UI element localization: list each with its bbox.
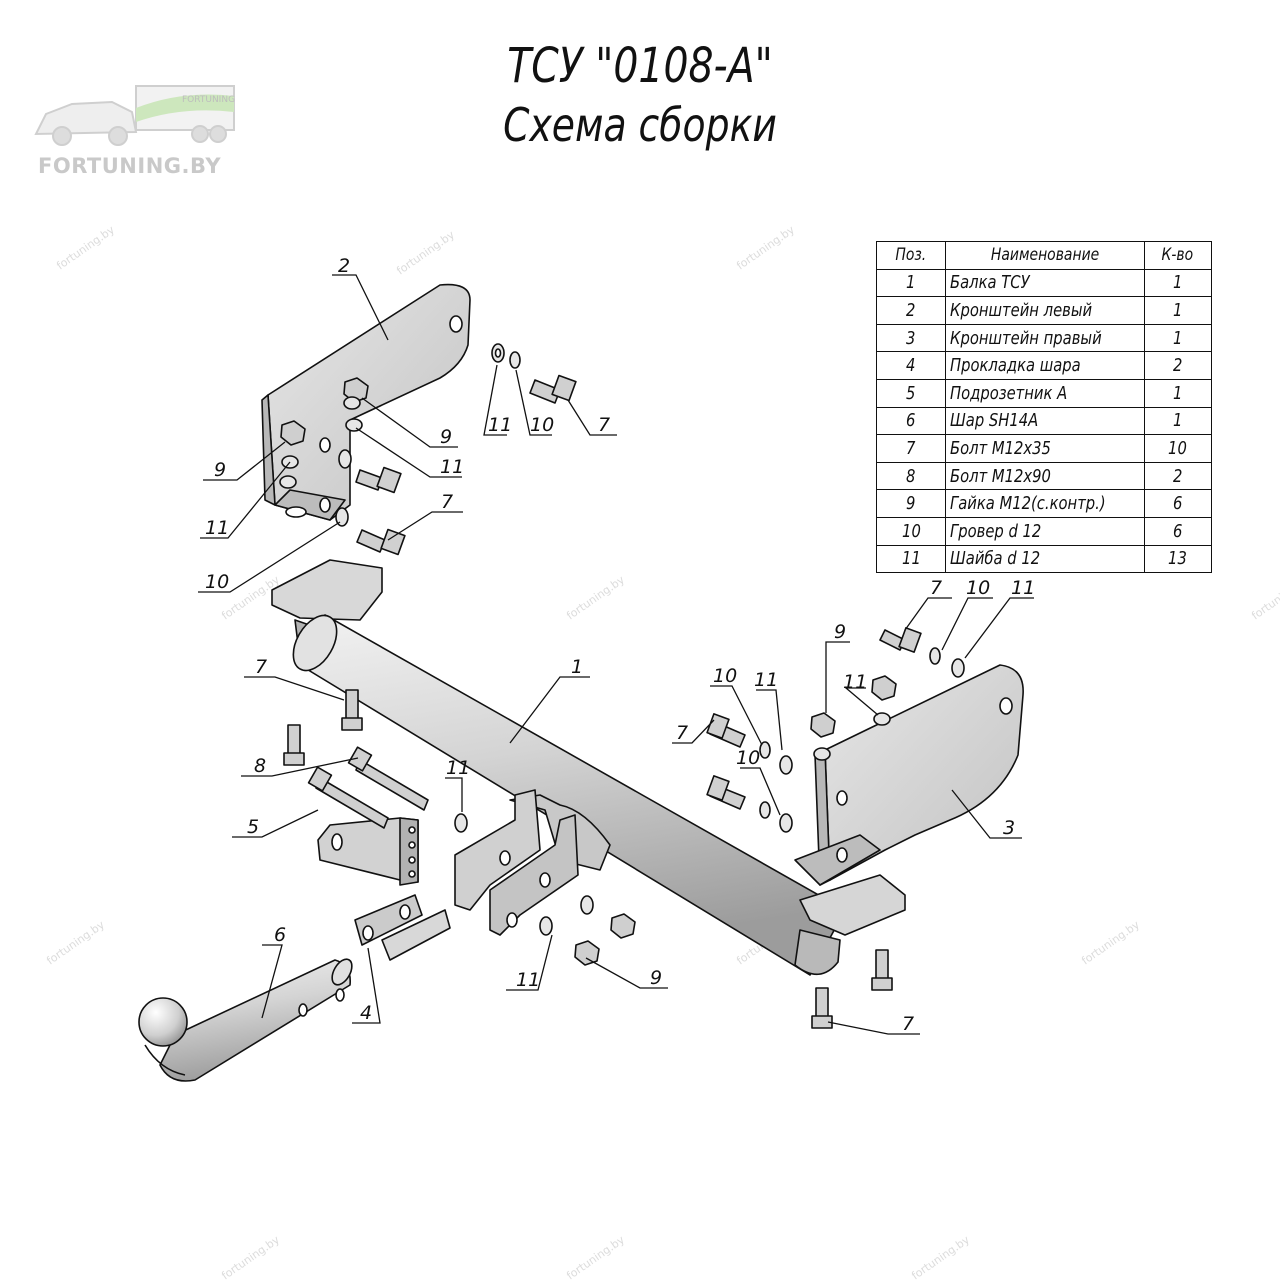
callout-7: 7 bbox=[255, 656, 267, 678]
callout-10: 10 bbox=[713, 665, 737, 687]
logo-text: FORTUNING.BY bbox=[38, 154, 222, 178]
callout-7: 7 bbox=[598, 414, 610, 436]
watermark-text: fortuning.by bbox=[219, 1233, 282, 1280]
watermark-text: fortuning.by bbox=[54, 223, 117, 273]
callout-11: 11 bbox=[754, 669, 778, 691]
callout-10: 10 bbox=[205, 571, 229, 593]
callout-11: 11 bbox=[516, 969, 540, 991]
callout-9: 9 bbox=[214, 459, 226, 481]
callout-8: 8 bbox=[254, 755, 266, 777]
watermark-text: fortuning.by bbox=[44, 918, 107, 968]
socket-plate bbox=[317, 817, 419, 886]
watermark-text: fortuning.by bbox=[1079, 918, 1142, 968]
callout-11: 11 bbox=[446, 757, 470, 779]
callout-7: 7 bbox=[930, 577, 942, 599]
watermark-text: fortuning.by bbox=[394, 228, 457, 278]
callout-10: 10 bbox=[530, 414, 554, 436]
callout-7: 7 bbox=[441, 491, 453, 513]
callout-7: 7 bbox=[902, 1013, 914, 1035]
callout-3: 3 bbox=[1003, 817, 1015, 839]
watermarks: fortuning.by fortuning.by fortuning.by f… bbox=[44, 223, 1280, 1280]
center-plates bbox=[454, 789, 579, 936]
callout-labels: 2 9 11 10 7 9 11 11 10 7 1 3 7 10 11 9 1… bbox=[205, 255, 1035, 1035]
watermark-text: fortuning.by bbox=[564, 573, 627, 623]
callout-11: 11 bbox=[1011, 577, 1035, 599]
watermark-text: fortuning.by bbox=[1249, 573, 1280, 623]
callout-11: 11 bbox=[205, 517, 229, 539]
parts-table-header: Поз. Наименование К-во bbox=[876, 241, 1212, 270]
callout-1: 1 bbox=[571, 656, 583, 678]
callout-5: 5 bbox=[247, 816, 259, 838]
header-qty: К-во bbox=[1143, 241, 1212, 270]
callout-7: 7 bbox=[676, 722, 688, 744]
fortuning-logo: FORTUNING bbox=[34, 85, 235, 146]
washers bbox=[279, 343, 965, 936]
watermark-text: fortuning.by bbox=[564, 1233, 627, 1280]
callout-4: 4 bbox=[360, 1002, 372, 1024]
callout-10: 10 bbox=[736, 747, 760, 769]
watermark-text: fortuning.by bbox=[909, 1233, 972, 1280]
bolts bbox=[283, 374, 922, 1029]
callout-2: 2 bbox=[338, 255, 350, 277]
watermark-text: fortuning.by bbox=[734, 223, 797, 273]
header-name: Наименование bbox=[945, 241, 1145, 270]
logo-truck-text: FORTUNING bbox=[182, 95, 235, 105]
nuts bbox=[280, 377, 897, 966]
callout-9: 9 bbox=[440, 426, 452, 448]
callout-9: 9 bbox=[650, 967, 662, 989]
ball-pads bbox=[354, 894, 451, 961]
callout-11: 11 bbox=[843, 671, 867, 693]
drawing-subtitle: Схема сборки bbox=[503, 98, 777, 152]
tow-ball bbox=[138, 958, 353, 1082]
main-beam bbox=[271, 559, 906, 976]
callout-11: 11 bbox=[440, 456, 464, 478]
drawing-title: ТСУ "0108-А" bbox=[507, 38, 773, 94]
callout-9: 9 bbox=[834, 621, 846, 643]
callout-10: 10 bbox=[966, 577, 990, 599]
callout-6: 6 bbox=[274, 924, 286, 946]
callout-11: 11 bbox=[488, 414, 512, 436]
right-bracket bbox=[794, 664, 1024, 886]
leader-lines bbox=[198, 274, 1034, 1035]
